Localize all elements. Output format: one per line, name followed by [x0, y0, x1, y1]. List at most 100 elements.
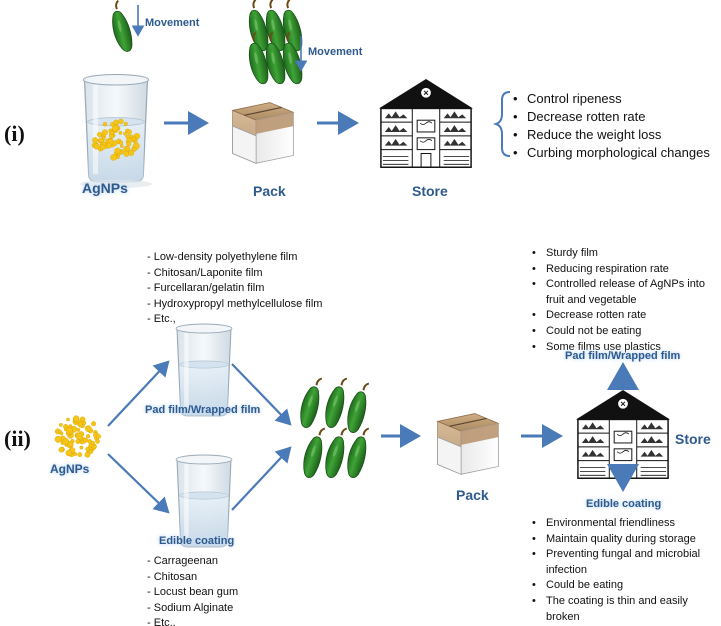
edible-coating-property: Could be eating	[532, 578, 720, 594]
film-beaker	[175, 323, 233, 417]
nanoparticle	[65, 449, 73, 457]
agnps-label-ii: AgNPs	[50, 462, 90, 476]
pad-film-label: Pad film/Wrapped film	[145, 404, 261, 416]
cucumber-group-ii	[294, 374, 376, 481]
coating-types-list: Carrageenan Chitosan Locust bean gum Sod…	[147, 554, 238, 626]
pad-film-property: Could not be eating	[532, 324, 720, 340]
nanoparticle-cluster-ii	[54, 415, 102, 458]
effect-item: Decrease rotten rate	[513, 108, 710, 126]
nanoparticle	[123, 121, 128, 126]
nanoparticle	[101, 129, 108, 136]
coating-type-item: Chitosan	[147, 570, 238, 586]
edible-coating-heading: Edible coating	[586, 498, 662, 510]
pad-film-heading: Pad film/Wrapped film	[565, 350, 681, 362]
pad-film-properties-list: Sturdy film Reducing respiration rate Co…	[532, 246, 720, 355]
nanoparticle	[93, 143, 100, 150]
pad-film-property: Sturdy film	[532, 246, 720, 262]
nanoparticle	[73, 415, 80, 422]
edible-coating-label: Edible coating	[159, 535, 235, 547]
panel-ii-label: (ii)	[4, 426, 31, 451]
agnps-label-i: AgNPs	[82, 180, 128, 196]
pad-film-property: Some films use plastics	[532, 340, 720, 356]
single-cucumber-i	[106, 0, 136, 55]
film-type-item: Hydroxypropyl methylcellulose film	[147, 297, 323, 313]
nanoparticle	[90, 440, 95, 446]
nanoparticle	[96, 433, 102, 439]
nanoparticle	[76, 427, 81, 432]
nanoparticle	[126, 141, 132, 147]
effects-brace	[492, 91, 511, 157]
nanoparticle	[77, 452, 83, 457]
nanoparticle	[132, 146, 137, 152]
nanoparticle	[110, 154, 117, 161]
nanoparticle	[131, 136, 136, 141]
nanoparticle	[123, 131, 127, 136]
nanoparticle	[88, 449, 94, 454]
cucumber-group-i	[244, 0, 306, 87]
nanoparticle	[84, 451, 91, 458]
nanoparticle	[58, 447, 64, 453]
effect-item: Reduce the weight loss	[513, 126, 710, 144]
coating-type-item: Carrageenan	[147, 554, 238, 570]
nanoparticle	[85, 434, 91, 439]
nanoparticle	[62, 438, 70, 445]
nanoparticle	[118, 140, 124, 145]
nanoparticle	[99, 144, 106, 151]
nanoparticle	[113, 119, 119, 125]
movement-label-2: Movement	[308, 46, 363, 58]
nanoparticle-cluster-i	[91, 118, 141, 161]
nanoparticle	[75, 433, 83, 440]
nanoparticle	[109, 130, 115, 135]
coating-type-item: Sodium Alginate	[147, 601, 238, 617]
film-type-item: Etc.,	[147, 312, 322, 328]
nanoparticle	[126, 129, 132, 135]
pad-film-property: Decrease rotten rate	[532, 308, 720, 324]
nanoparticle	[102, 121, 108, 127]
edible-coating-property: Maintain quality during storage	[532, 532, 720, 548]
nanoparticle	[83, 437, 89, 443]
nanoparticle	[111, 125, 119, 132]
arrow-coating-to-cucumbers	[231, 446, 292, 511]
nanoparticle	[54, 435, 62, 443]
coating-type-item: Etc.,	[147, 616, 238, 626]
panel-i-label: (i)	[4, 121, 25, 146]
film-type-item: Furcellaran/gelatin film	[147, 281, 322, 297]
pack-box-i	[232, 101, 294, 164]
nanoparticle	[129, 134, 134, 139]
nanoparticle	[128, 150, 135, 156]
edible-coating-property: Environmental friendliness	[532, 516, 720, 532]
arrow-agnps-to-coating	[107, 453, 170, 514]
nanoparticle	[81, 420, 87, 426]
nanoparticle	[105, 142, 112, 149]
nanoparticle	[73, 452, 78, 456]
pad-film-property: Reducing respiration rate	[532, 262, 720, 278]
nanoparticle	[125, 146, 131, 152]
nanoparticle	[66, 426, 73, 434]
nanoparticle	[114, 147, 121, 154]
film-type-item: Low-density polyethylene film	[147, 250, 322, 266]
nanoparticle	[59, 422, 63, 427]
pack-box-ii	[437, 412, 499, 475]
nanoparticle	[77, 422, 83, 428]
coating-type-item: Locust bean gum	[147, 585, 238, 601]
arrow-agnps-to-film	[107, 360, 170, 427]
movement-label-1: Movement	[145, 17, 200, 29]
edible-coating-properties-list: Environmental friendliness Maintain qual…	[532, 516, 720, 625]
nanoparticle	[79, 445, 84, 450]
nanoparticle	[66, 417, 70, 422]
nanoparticle	[95, 439, 100, 444]
nanoparticle	[59, 431, 64, 436]
arrow-film-to-cucumbers	[231, 363, 292, 426]
pack-label-ii: Pack	[456, 487, 489, 503]
store-label-i: Store	[412, 183, 448, 199]
edible-coating-property: The coating is thin and easily broken	[532, 594, 720, 625]
store-building-ii	[575, 389, 671, 479]
store-building-i	[378, 78, 474, 168]
pack-label-i: Pack	[253, 183, 286, 199]
nanoparticle	[120, 144, 124, 148]
effect-item: Curbing morphological changes	[513, 144, 710, 162]
effect-item: Control ripeness	[513, 90, 710, 108]
effects-list: Control ripeness Decrease rotten rate Re…	[513, 90, 710, 162]
